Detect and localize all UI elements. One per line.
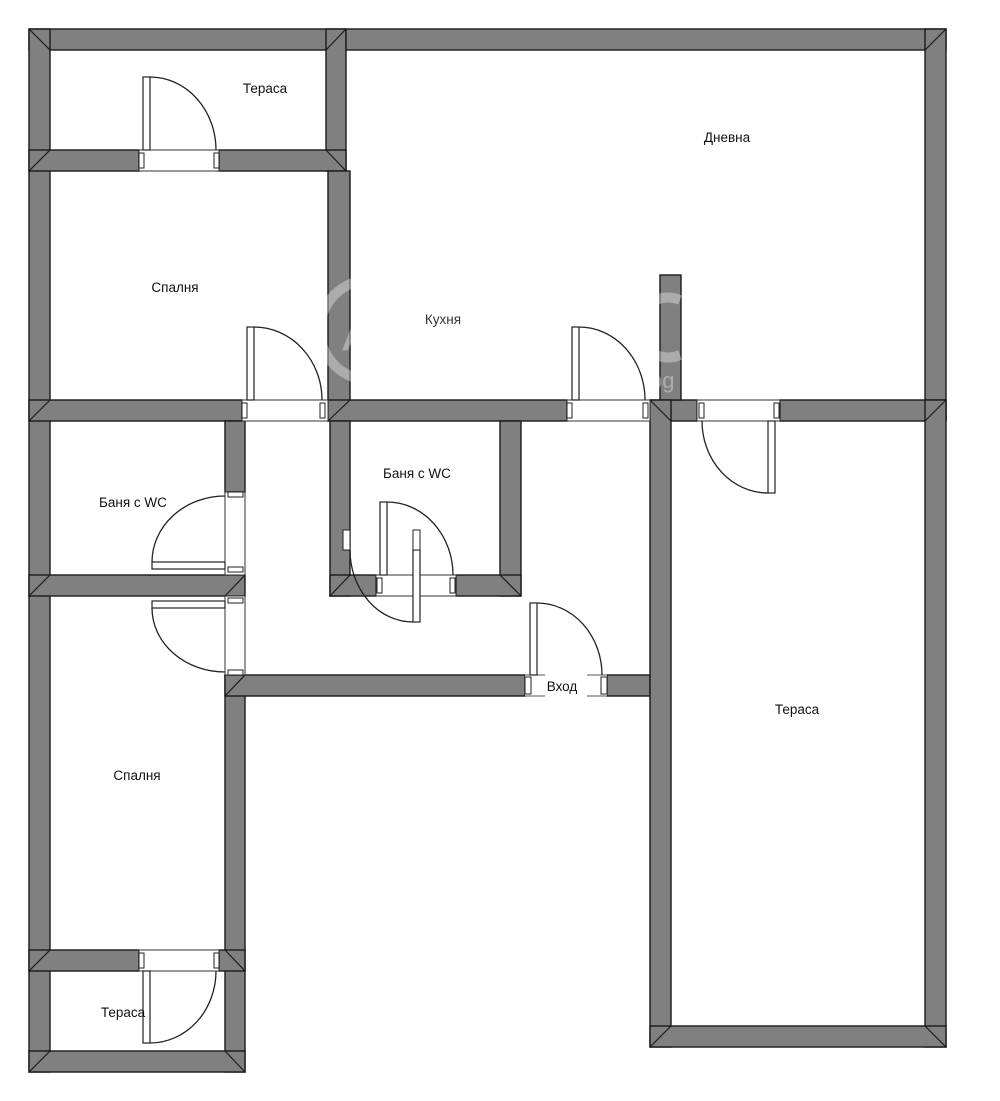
door-kitchen [566, 326, 651, 422]
wall-entrance-right [606, 674, 651, 697]
wall-terrace-top-bottom-left [28, 149, 140, 172]
room-label-bedroom-bottom: Спалня [113, 768, 161, 783]
wall-bedroom-bottom-right [224, 674, 246, 1073]
wall-terrace-bottom-top-right [218, 949, 246, 972]
room-label-bedroom-top: Спалня [151, 280, 199, 295]
wall-mid-h-1 [28, 399, 243, 422]
wall-mid-h-2 [327, 399, 568, 422]
door-terrace-right [696, 399, 781, 494]
room-label-kitchen: Кухня [424, 312, 462, 327]
wall-terrace-right-right [924, 399, 947, 1048]
door-bath-left [151, 491, 246, 576]
room-label-living-room: Дневна [703, 130, 751, 145]
wall-living-top [345, 28, 947, 51]
wall-terrace-top-bottom-right [218, 149, 347, 172]
room-label-terrace-bottom: Тераса [100, 1005, 146, 1020]
wall-terrace-bottom-top-left [28, 949, 140, 972]
watermark: A bg [315, 275, 682, 393]
door-terrace-top [138, 76, 220, 172]
wall-bath-bedroom [28, 574, 246, 597]
wall-terrace-bottom-bottom [28, 1050, 246, 1073]
wall-mid-h-4 [779, 399, 947, 422]
door-entrance [524, 602, 608, 697]
svg-text:bg: bg [650, 368, 674, 393]
wall-outer-left [28, 28, 51, 1073]
door-bedroom-top [241, 326, 329, 422]
room-label-entrance: Вход [546, 679, 578, 694]
wall-bath-left-right [224, 420, 246, 493]
wall-terrace-top-top [28, 28, 347, 51]
doors [138, 76, 781, 1044]
room-label-terrace-right: Тераса [774, 702, 820, 717]
wall-bath-center-left [329, 420, 351, 597]
door-terrace-bottom [138, 949, 220, 1044]
walls [28, 28, 947, 1073]
wall-terrace-right-bottom [649, 1025, 947, 1048]
wall-bath-center-right [499, 420, 522, 597]
room-label-terrace-top: Тераса [242, 81, 288, 96]
svg-text:A: A [342, 296, 382, 363]
wall-corridor-bottom [224, 674, 526, 697]
room-label-bath-center: Баня с WC [383, 466, 451, 481]
door-bedroom-bottom [151, 595, 246, 676]
wall-bath-center-bottom-left [329, 574, 377, 597]
wall-terrace-right-left [649, 399, 672, 1048]
room-label-bath-left: Баня с WC [99, 495, 167, 510]
door-bath-center [342, 501, 457, 623]
wall-living-right [924, 28, 947, 422]
